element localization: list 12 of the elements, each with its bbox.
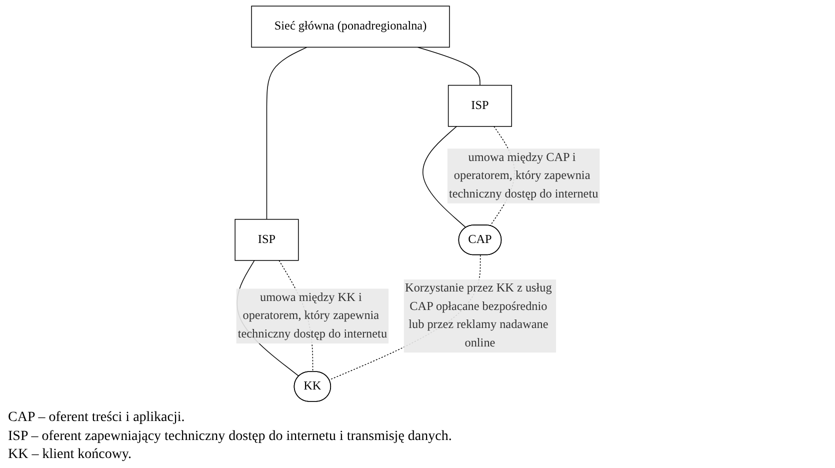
legend-note: CAP – oferent treści i aplikacji. — [8, 409, 186, 428]
legend-note: ISP – oferent zapewniający techniczny dostęp do internetu i transmisję danych. — [8, 428, 453, 446]
connector — [266, 46, 308, 220]
edge-label: umowa między CAP i operatorem, który zapewnia techniczny dostęp do internetu — [449, 150, 598, 200]
connector — [422, 126, 467, 228]
node-box: Sieć główna (ponadregionalna) — [251, 6, 450, 48]
node-box: ISP — [448, 84, 512, 127]
connector — [417, 46, 480, 86]
edge-label: umowa między KK i operatorem, który zapewnia techniczny dostęp do internetu — [238, 290, 388, 340]
node-box: ISP — [234, 218, 299, 261]
edge-label: Korzystanie przez KK z usług CAP opłacane bezpośrednio lub przez reklamy nadawane online — [405, 282, 552, 350]
legend-note: KK – klient końcowy. — [8, 446, 133, 464]
